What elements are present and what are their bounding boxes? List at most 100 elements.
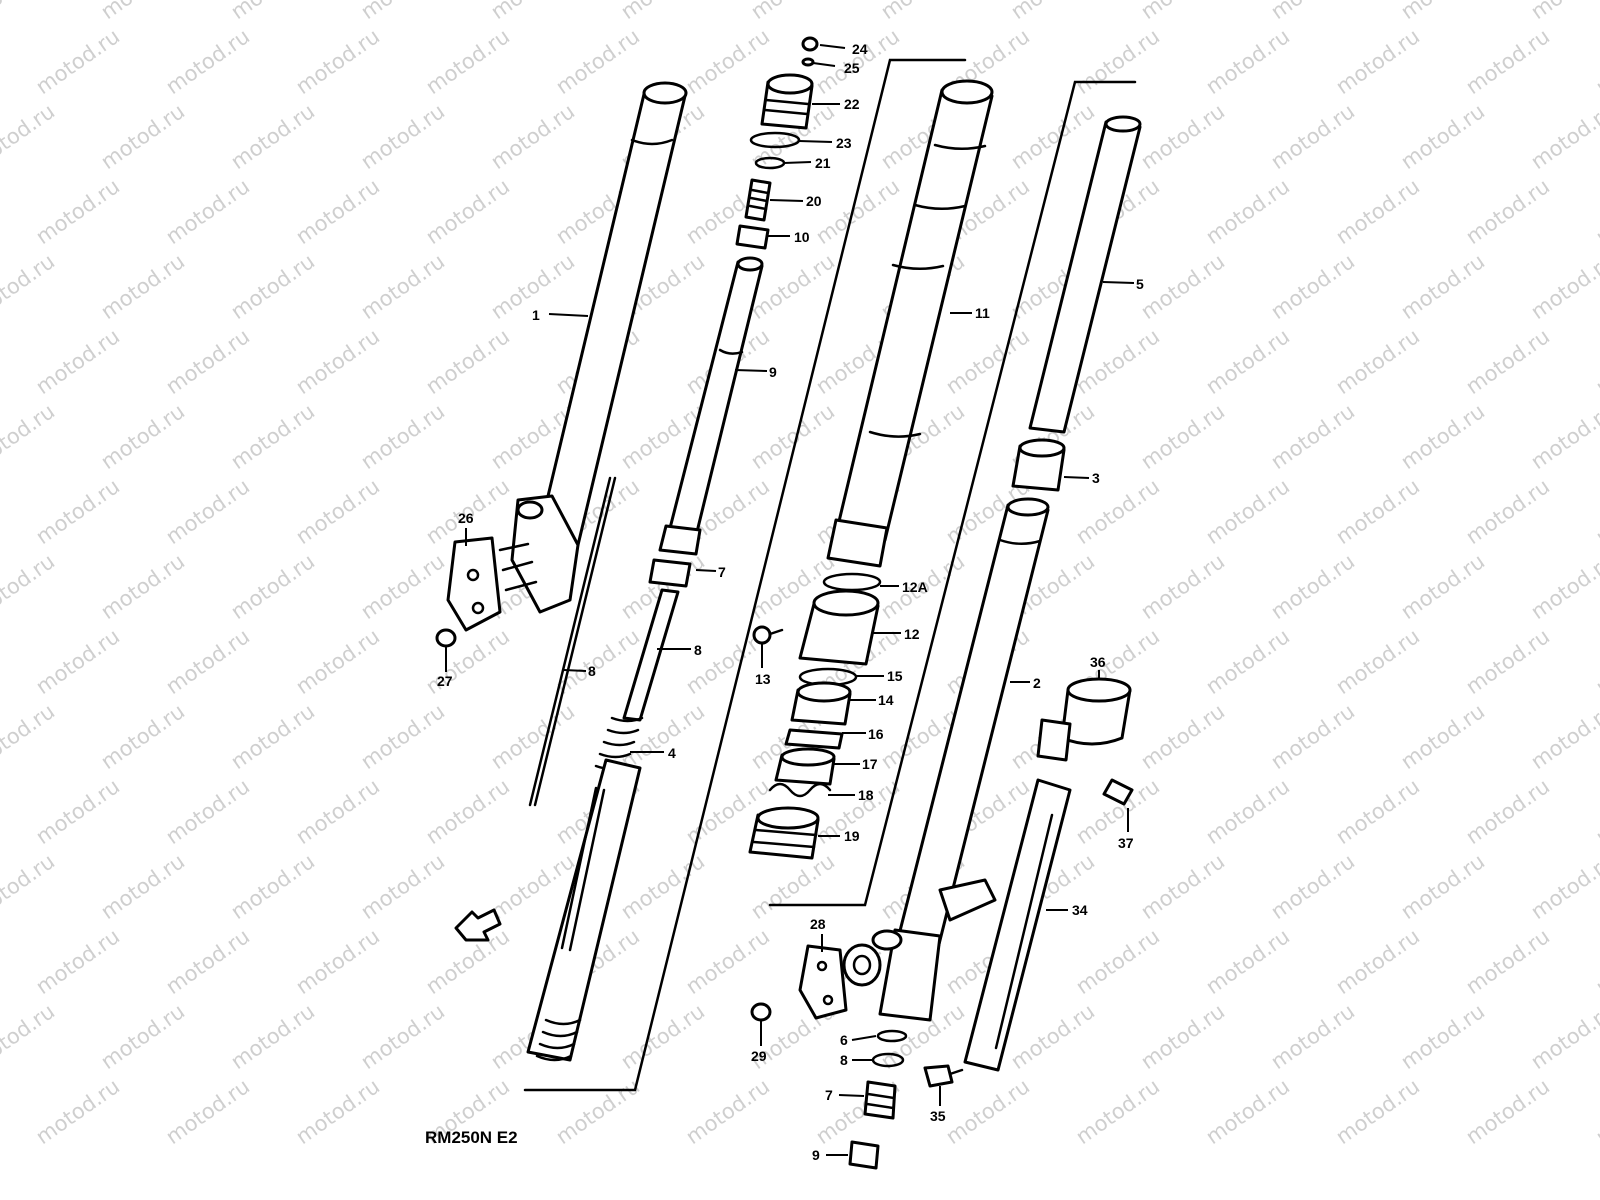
part-18-bushing [790, 681, 852, 726]
watermark-text: motod.ru [161, 1074, 254, 1149]
watermark-text: motod.ru [1136, 0, 1229, 24]
watermark-text: motod.ru [1526, 549, 1600, 624]
callout-35: 35 [930, 1108, 946, 1124]
part-6-o-ring [876, 1029, 908, 1043]
watermark-text: motod.ru [291, 174, 384, 249]
watermark-text: motod.ru [161, 624, 254, 699]
watermark-text: motod.ru [1591, 474, 1600, 549]
watermark-text: motod.ru [1461, 24, 1554, 99]
watermark-text: motod.ru [1591, 324, 1600, 399]
part-36-clamp [1036, 677, 1132, 762]
watermark-text: motod.ru [1461, 324, 1554, 399]
watermark-text: motod.ru [161, 174, 254, 249]
watermark-text: motod.ru [1201, 324, 1294, 399]
callout-13: 10 [794, 229, 810, 245]
watermark-text: motod.ru [616, 0, 709, 24]
callout-25: 21 [815, 155, 831, 171]
part-14-outer-tube [826, 79, 994, 568]
callout-26: 22 [844, 96, 860, 112]
callout-7: 7 [825, 1087, 833, 1103]
watermark-text: motod.ru [1331, 924, 1424, 999]
callout-12: 8 [694, 642, 702, 658]
watermark-text: motod.ru [356, 999, 449, 1074]
callout-19: 15 [887, 668, 903, 684]
callout-14: 11 [975, 305, 990, 321]
watermark-text: motod.ru [31, 24, 124, 99]
part-9-drain-plug [848, 1140, 880, 1170]
watermark-text: motod.ru [1461, 924, 1554, 999]
part-30-axle-holder-bracket [435, 494, 580, 648]
watermark-text: motod.ru [1461, 174, 1554, 249]
callout-30: 26 [458, 510, 474, 526]
watermark-text: motod.ru [1591, 624, 1600, 699]
callout-33: 29 [751, 1048, 767, 1064]
watermark-text: motod.ru [1526, 699, 1600, 774]
part-33-nut [750, 1002, 772, 1022]
part-34-fork-guard [963, 778, 1072, 1072]
part-8-gasket [871, 1052, 905, 1068]
watermark-text: motod.ru [486, 0, 579, 24]
callout-3: 3 [1092, 470, 1100, 486]
leader-lines [445, 44, 1135, 1156]
watermark-text: motod.ru [421, 774, 514, 849]
watermark-text: motod.ru [161, 774, 254, 849]
watermark-text: motod.ru [96, 699, 189, 774]
watermark-text: motod.ru [1136, 849, 1229, 924]
watermark-text: motod.ru [1461, 774, 1554, 849]
watermark-text: motod.ru [1266, 0, 1359, 24]
watermark-text: motod.ru [226, 99, 319, 174]
callout-22: 18 [858, 787, 874, 803]
watermark-text: motod.ru [551, 24, 644, 99]
watermark-text: motod.ru [291, 774, 384, 849]
watermark-text: motod.ru [1136, 399, 1229, 474]
watermark-text: motod.ru [291, 324, 384, 399]
watermark-text: motod.ru [1006, 0, 1099, 24]
watermark-text: motod.ru [1006, 999, 1099, 1074]
watermark-text: motod.ru [226, 249, 319, 324]
watermark-text: motod.ru [746, 849, 839, 924]
watermark-text: motod.ru [161, 474, 254, 549]
part-23-dust-seal [748, 806, 820, 860]
watermark-text: motod.ru [1396, 0, 1489, 24]
watermark-text: motod.ru [1136, 249, 1229, 324]
watermark-text: motod.ru [1136, 549, 1229, 624]
watermark-text: motod.ru [941, 1074, 1034, 1149]
part-28-bolt [801, 36, 819, 52]
part-15-oil-lock-piece [798, 589, 880, 666]
watermark-text: motod.ru [1136, 99, 1229, 174]
callout-10: 9 [769, 364, 777, 380]
watermark-text: motod.ru [31, 924, 124, 999]
watermark-text: motod.ru [616, 849, 709, 924]
watermark-text: motod.ru [1396, 399, 1489, 474]
watermark-text: motod.ru [1331, 474, 1424, 549]
watermark-text: motod.ru [96, 849, 189, 924]
watermark-text: motod.ru [1201, 174, 1294, 249]
watermark-text: motod.ru [291, 24, 384, 99]
watermark-text: motod.ru [1201, 24, 1294, 99]
watermark-text: motod.ru [876, 0, 969, 24]
watermark-text: motod.ru [1591, 24, 1600, 99]
watermark-text: motod.ru [1331, 774, 1424, 849]
part-27-o-ring [749, 131, 801, 149]
watermark-text: motod.ru [1396, 99, 1489, 174]
part-5-inner-tube [1028, 115, 1142, 434]
watermark-text: motod.ru [1201, 1074, 1294, 1149]
watermark-text: motod.ru [1526, 399, 1600, 474]
watermark-text: motod.ru [0, 699, 59, 774]
part-axle-boss-casting [842, 878, 997, 1022]
part-24-adjuster [744, 178, 772, 222]
watermark-text: motod.ru [746, 399, 839, 474]
part-20-washer [784, 728, 844, 750]
callout-36: 36 [1090, 654, 1106, 670]
part-12A-rod [528, 476, 617, 807]
watermark-text: motod.ru [0, 999, 59, 1074]
watermark-text: motod.ru [1136, 999, 1229, 1074]
watermark-text: motod.ru [1591, 774, 1600, 849]
front-direction-arrow-icon [454, 908, 502, 942]
watermark-text: motod.ru [1396, 549, 1489, 624]
watermark-text: motod.ru [356, 249, 449, 324]
watermark-text: motod.ru [1006, 99, 1099, 174]
callout-31: 27 [437, 673, 453, 689]
part-26-cap-bolt [760, 73, 814, 130]
callout-29: 25 [844, 60, 860, 76]
